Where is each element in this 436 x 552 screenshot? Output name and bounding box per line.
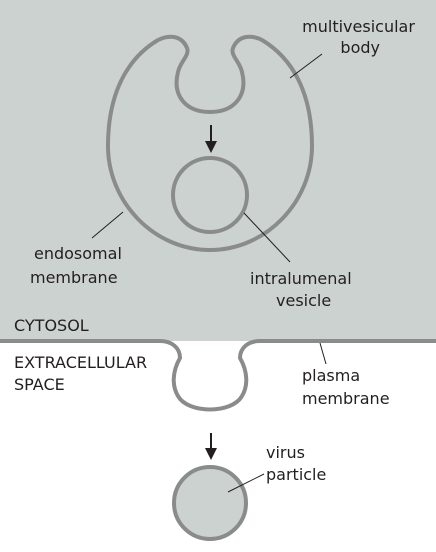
label-plasma-membrane-line2: membrane bbox=[302, 389, 390, 408]
extracellular-space bbox=[0, 341, 436, 552]
label-plasma-membrane-line1: plasma bbox=[302, 366, 360, 385]
arrow-invagination-to-vesicle bbox=[205, 125, 217, 153]
label-extracellular-space-line2: SPACE bbox=[14, 375, 65, 394]
label-plasma-membrane: plasma membrane bbox=[302, 366, 390, 408]
leader-intralumenal-vesicle bbox=[243, 212, 291, 263]
label-multivesicular-body-line2: body bbox=[340, 38, 380, 57]
label-intralumenal-vesicle: intralumenal vesicle bbox=[250, 269, 357, 310]
label-extracellular-space-line1: EXTRACELLULAR bbox=[14, 353, 147, 372]
leader-endosomal-membrane bbox=[91, 211, 124, 239]
plasma-membrane bbox=[0, 339, 436, 412]
label-virus-particle-line1: virus bbox=[266, 443, 305, 462]
label-extracellular-space: EXTRACELLULAR SPACE bbox=[14, 353, 152, 394]
leader-plasma-membrane bbox=[319, 342, 327, 365]
label-cytosol: CYTOSOL bbox=[14, 316, 89, 335]
multivesicular-body bbox=[106, 34, 314, 252]
intralumenal-vesicle bbox=[171, 156, 249, 234]
virus-particle bbox=[172, 465, 248, 541]
label-endosomal-membrane-line2: membrane bbox=[30, 268, 118, 287]
label-virus-particle: virus particle bbox=[266, 443, 326, 484]
label-intralumenal-vesicle-line1: intralumenal bbox=[250, 269, 352, 288]
leader-virus-particle bbox=[227, 473, 265, 493]
label-multivesicular-body: multivesicular body bbox=[302, 17, 420, 57]
label-multivesicular-body-line1: multivesicular bbox=[302, 17, 415, 36]
label-endosomal-membrane: endosomal membrane bbox=[30, 244, 127, 287]
label-intralumenal-vesicle-line2: vesicle bbox=[276, 291, 331, 310]
label-virus-particle-line2: particle bbox=[266, 465, 326, 484]
label-endosomal-membrane-line1: endosomal bbox=[34, 244, 122, 263]
arrow-bud-to-virus bbox=[205, 433, 217, 460]
leader-multivesicular-body bbox=[289, 53, 323, 79]
